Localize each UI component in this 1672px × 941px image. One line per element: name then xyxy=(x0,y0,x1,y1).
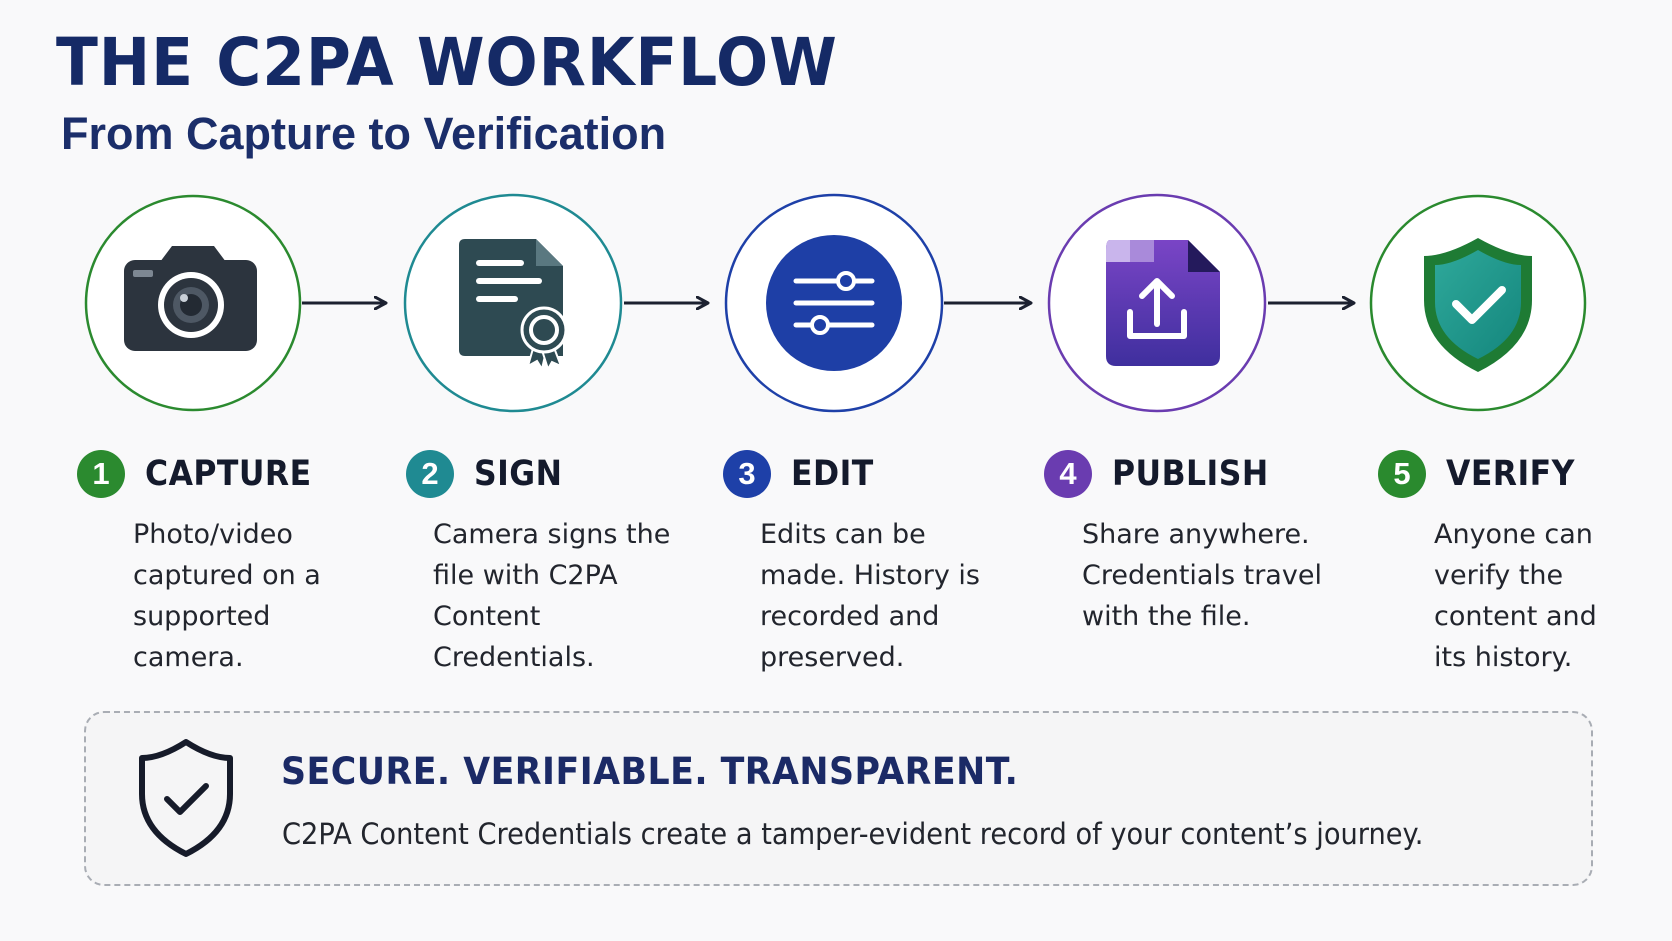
description-line: content and xyxy=(1434,601,1597,632)
step-sign-heading: 2 SIGN xyxy=(406,449,572,499)
step-capture-circle xyxy=(84,194,302,412)
description-line: Camera signs the xyxy=(433,519,671,550)
description-line: its history. xyxy=(1434,642,1573,673)
page-subtitle: From Capture to Verification xyxy=(61,108,667,159)
step-number-badge: 3 xyxy=(723,450,771,498)
banner-title: SECURE. VERIFIABLE. TRANSPARENT. xyxy=(281,750,1019,793)
summary-banner: SECURE. VERIFIABLE. TRANSPARENT. C2PA Co… xyxy=(84,711,1593,886)
description-line: with the file. xyxy=(1082,601,1251,632)
step-title: PUBLISH xyxy=(1112,454,1269,494)
camera-icon xyxy=(124,246,257,351)
signed-document-icon xyxy=(459,239,568,372)
description-line: Credentials travel xyxy=(1082,560,1322,591)
step-verify-circle xyxy=(1369,194,1587,412)
description-line: Edits can be xyxy=(760,519,926,550)
step-number-badge: 1 xyxy=(77,450,125,498)
upload-file-icon xyxy=(1106,240,1220,366)
step-number-badge: 5 xyxy=(1378,450,1426,498)
shield-check-outline-icon xyxy=(139,739,233,857)
step-sign-description: Camera signs the file with C2PA Content … xyxy=(433,514,670,678)
step-capture-heading: 1 CAPTURE xyxy=(77,449,330,499)
shield-check-icon xyxy=(1424,238,1532,372)
description-line: verify the xyxy=(1434,560,1564,591)
step-verify-description: Anyone can verify the content and its hi… xyxy=(1434,514,1597,678)
step-edit-description: Edits can be made. History is recorded a… xyxy=(760,514,980,678)
step-title: SIGN xyxy=(474,454,563,494)
step-sign-circle xyxy=(403,193,623,413)
description-line: Share anywhere. xyxy=(1082,519,1310,550)
description-line: Credentials. xyxy=(433,642,595,673)
step-capture-description: Photo/video captured on a supported came… xyxy=(133,514,321,678)
description-line: camera. xyxy=(133,642,244,673)
step-edit-circle xyxy=(724,193,944,413)
step-publish-circle xyxy=(1047,193,1267,413)
step-number-badge: 2 xyxy=(406,450,454,498)
sliders-icon xyxy=(766,235,902,371)
banner-text: C2PA Content Credentials create a tamper… xyxy=(282,817,1424,851)
description-line: Photo/video xyxy=(133,519,293,550)
step-verify-heading: 5 VERIFY xyxy=(1378,449,1589,499)
step-number-badge: 4 xyxy=(1044,450,1092,498)
description-line: made. History is xyxy=(760,560,980,591)
description-line: supported xyxy=(133,601,271,632)
step-title: EDIT xyxy=(791,454,874,494)
description-line: preserved. xyxy=(760,642,905,673)
page-title: THE C2PA WORKFLOW xyxy=(56,24,838,101)
step-title: VERIFY xyxy=(1446,454,1575,494)
step-publish-heading: 4 PUBLISH xyxy=(1044,449,1286,499)
description-line: file with C2PA xyxy=(433,560,618,591)
description-line: Anyone can xyxy=(1434,519,1593,550)
description-line: captured on a xyxy=(133,560,321,591)
description-line: Content xyxy=(433,601,541,632)
step-publish-description: Share anywhere. Credentials travel with … xyxy=(1082,514,1322,637)
description-line: recorded and xyxy=(760,601,940,632)
step-edit-heading: 3 EDIT xyxy=(723,449,883,499)
step-title: CAPTURE xyxy=(145,454,312,494)
